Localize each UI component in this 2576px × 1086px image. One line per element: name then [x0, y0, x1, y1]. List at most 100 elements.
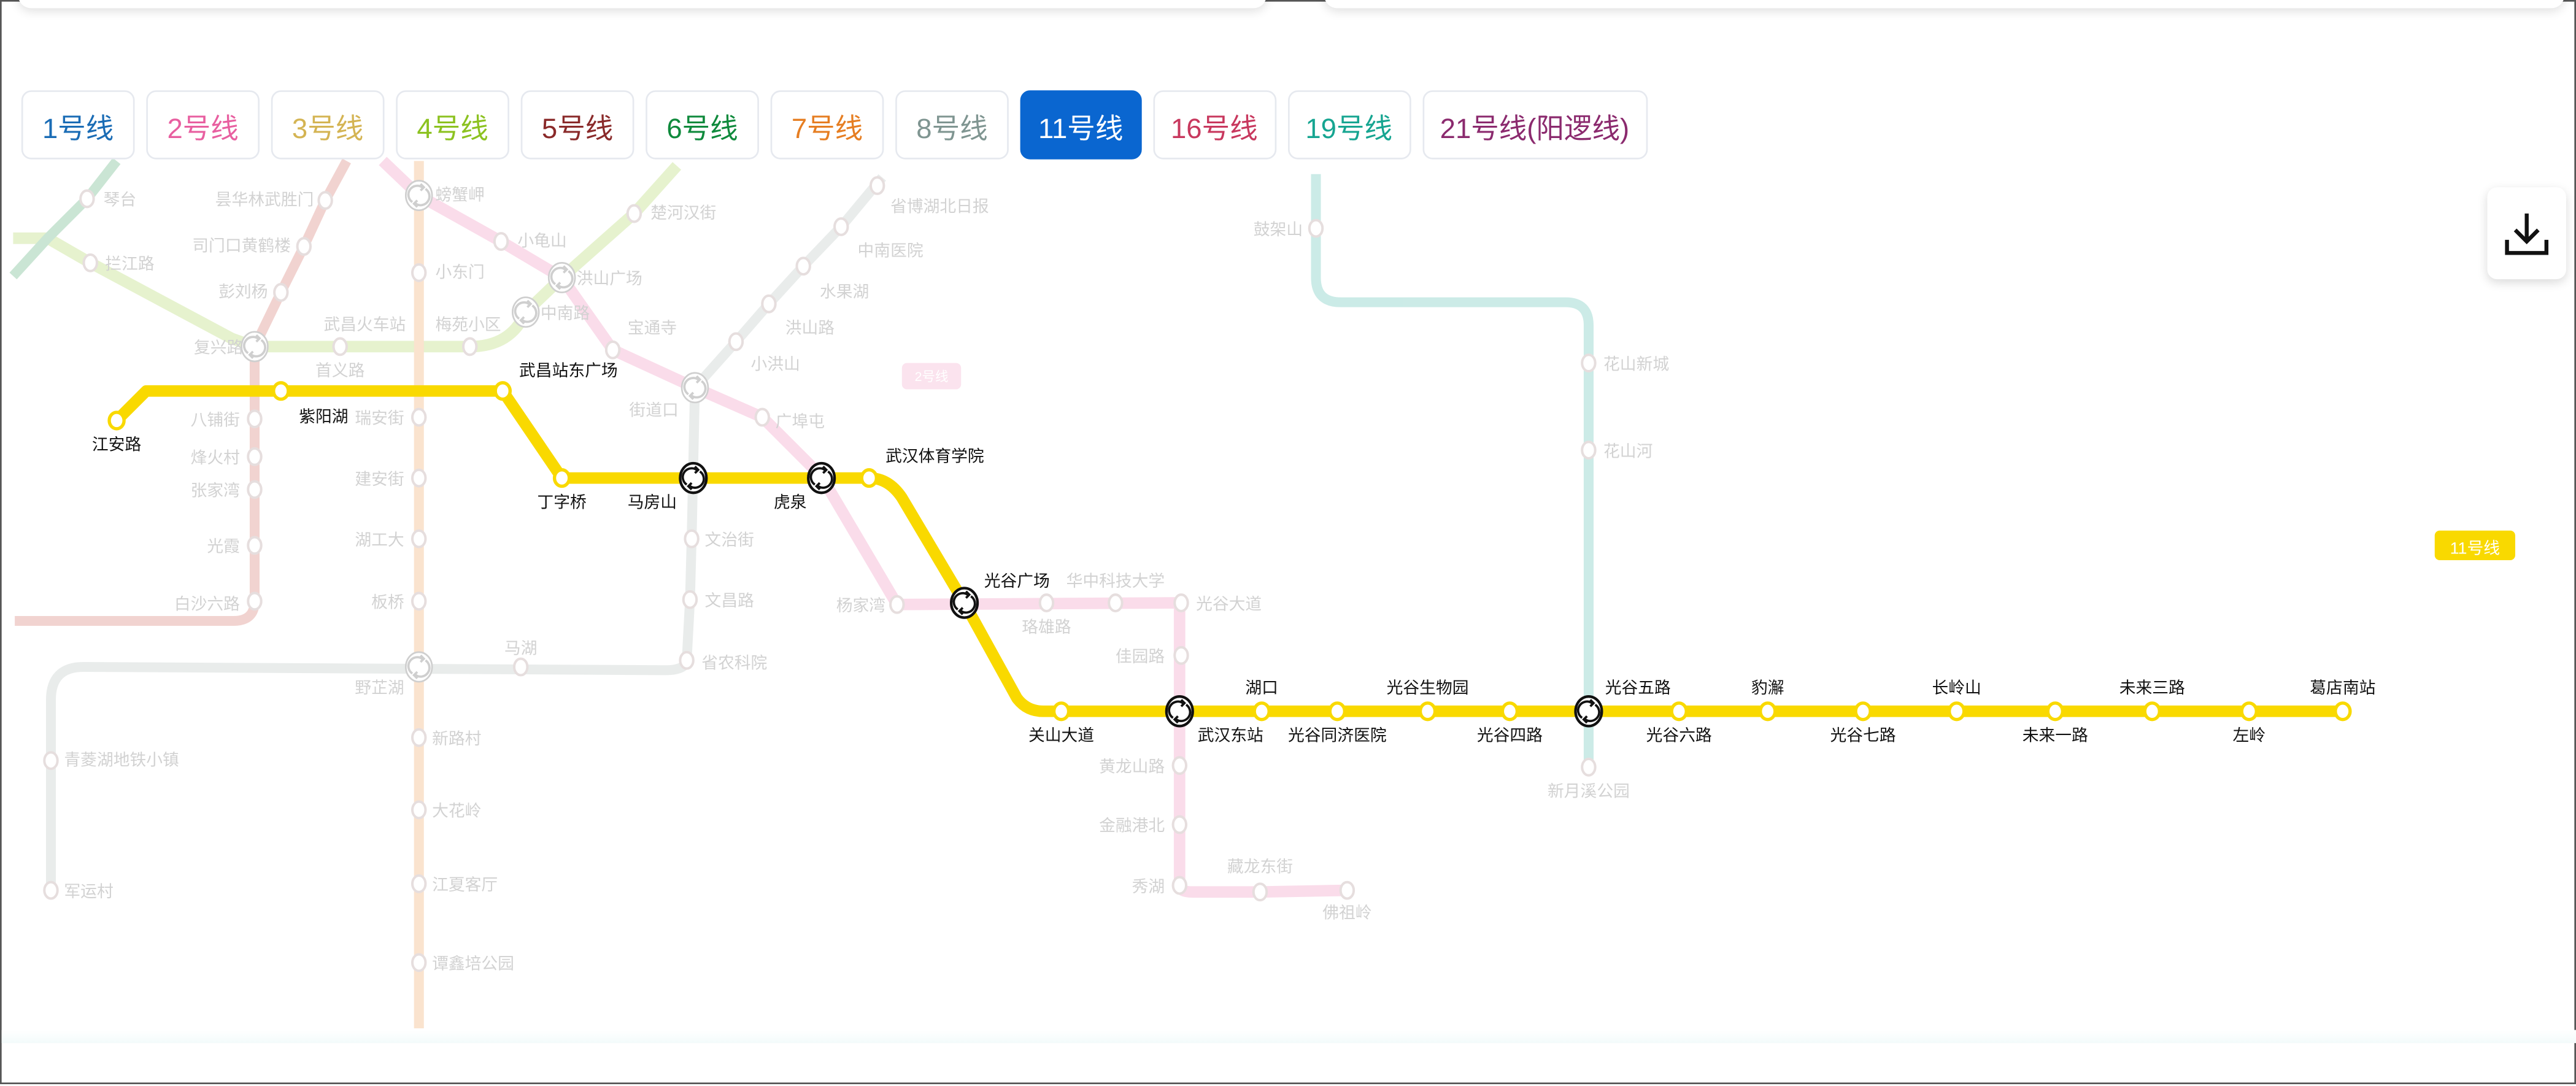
- station-dot[interactable]: [761, 294, 777, 314]
- station-dot[interactable]: [2240, 701, 2258, 722]
- station-label[interactable]: 青菱湖地铁小镇: [64, 751, 179, 769]
- station-dot[interactable]: [272, 381, 290, 401]
- station-dot[interactable]: [833, 217, 849, 236]
- station-dot[interactable]: [682, 590, 698, 609]
- station-dot[interactable]: [1947, 701, 1966, 722]
- station-dot[interactable]: [82, 253, 98, 272]
- station-label[interactable]: 光谷四路: [1477, 726, 1543, 744]
- tab-line-6[interactable]: 6号线: [646, 90, 759, 160]
- station-dot[interactable]: [1418, 701, 1437, 722]
- station-label[interactable]: 建安街: [355, 470, 404, 488]
- station-dot[interactable]: [493, 232, 509, 251]
- station-dot[interactable]: [1339, 880, 1355, 900]
- station-label[interactable]: 武汉体育学院: [885, 447, 984, 465]
- station-label[interactable]: 光谷五路: [1605, 679, 1671, 697]
- station-dot[interactable]: [860, 468, 879, 488]
- station-dot[interactable]: [552, 468, 571, 488]
- interchange-icon[interactable]: [681, 372, 709, 404]
- station-label[interactable]: 湖口: [1245, 679, 1278, 697]
- station-label[interactable]: 马湖: [504, 639, 538, 658]
- tab-line-7[interactable]: 7号线: [770, 90, 884, 160]
- download-button[interactable]: [2487, 187, 2566, 280]
- interchange-icon[interactable]: [1574, 695, 1603, 728]
- station-dot[interactable]: [411, 728, 427, 747]
- station-dot[interactable]: [684, 529, 700, 549]
- station-label[interactable]: 省农科院: [701, 654, 767, 672]
- station-label[interactable]: 昙华林武胜门: [215, 191, 314, 209]
- station-dot[interactable]: [2143, 701, 2161, 722]
- station-label[interactable]: 珞雄路: [1022, 618, 1071, 636]
- station-label[interactable]: 长岭山: [1932, 679, 1981, 697]
- station-dot[interactable]: [869, 176, 885, 195]
- station-label[interactable]: 未来三路: [2119, 679, 2185, 697]
- station-dot[interactable]: [247, 536, 263, 555]
- station-dot[interactable]: [461, 337, 478, 356]
- station-dot[interactable]: [679, 650, 695, 670]
- station-label[interactable]: 野芷湖: [355, 679, 404, 697]
- station-dot[interactable]: [889, 595, 905, 614]
- interchange-icon[interactable]: [511, 296, 540, 328]
- station-label[interactable]: 杨家湾: [836, 596, 885, 615]
- tab-line-5[interactable]: 5号线: [520, 90, 634, 160]
- station-dot[interactable]: [1581, 353, 1597, 373]
- station-label[interactable]: 白沙六路: [174, 595, 240, 613]
- station-label[interactable]: 新路村: [432, 730, 481, 748]
- station-dot[interactable]: [247, 447, 263, 466]
- interchange-icon[interactable]: [404, 180, 433, 212]
- station-dot[interactable]: [512, 657, 529, 677]
- station-label[interactable]: 宝通寺: [628, 318, 677, 337]
- tab-line-10[interactable]: 16号线: [1152, 90, 1276, 160]
- station-dot[interactable]: [1171, 756, 1188, 776]
- station-label[interactable]: 紫阳湖: [299, 407, 348, 426]
- tab-line-4[interactable]: 4号线: [396, 90, 509, 160]
- station-dot[interactable]: [626, 204, 642, 223]
- interchange-icon[interactable]: [404, 651, 433, 683]
- station-label[interactable]: 华中科技大学: [1066, 572, 1165, 590]
- station-label[interactable]: 未来一路: [2023, 726, 2088, 744]
- station-label[interactable]: 武汉东站: [1198, 726, 1263, 744]
- tab-line-1[interactable]: 1号线: [21, 90, 135, 160]
- station-dot[interactable]: [1173, 645, 1189, 665]
- station-dot[interactable]: [411, 468, 427, 488]
- interchange-icon[interactable]: [950, 587, 979, 619]
- station-label[interactable]: 丁字桥: [537, 493, 586, 511]
- station-dot[interactable]: [247, 591, 263, 611]
- station-label[interactable]: 中南路: [541, 304, 590, 322]
- station-dot[interactable]: [1173, 593, 1189, 612]
- station-label[interactable]: 洪山路: [785, 318, 835, 337]
- station-label[interactable]: 广埠屯: [776, 412, 825, 431]
- station-label[interactable]: 新月溪公园: [1548, 782, 1630, 800]
- station-label[interactable]: 马房山: [628, 493, 677, 511]
- station-dot[interactable]: [728, 332, 744, 352]
- station-dot[interactable]: [1581, 441, 1597, 460]
- station-dot[interactable]: [1052, 701, 1071, 722]
- station-dot[interactable]: [754, 407, 770, 427]
- station-dot[interactable]: [1171, 876, 1188, 895]
- station-label[interactable]: 武昌站东广场: [519, 361, 618, 380]
- station-label[interactable]: 瑞安街: [355, 409, 404, 428]
- station-label[interactable]: 关山大道: [1028, 726, 1094, 744]
- station-label[interactable]: 琴台: [104, 191, 137, 209]
- station-label[interactable]: 秀湖: [1132, 877, 1165, 896]
- station-label[interactable]: 左岭: [2232, 726, 2266, 744]
- station-label[interactable]: 军运村: [64, 882, 113, 901]
- station-dot[interactable]: [1308, 218, 1324, 238]
- station-dot[interactable]: [1581, 757, 1597, 777]
- station-label[interactable]: 光谷同济医院: [1288, 726, 1387, 744]
- station-label[interactable]: 花山新城: [1603, 355, 1669, 373]
- station-label[interactable]: 板桥: [371, 593, 404, 612]
- interchange-icon[interactable]: [679, 461, 708, 495]
- station-label[interactable]: 首义路: [315, 361, 365, 380]
- station-dot[interactable]: [43, 880, 59, 900]
- station-dot[interactable]: [411, 407, 427, 427]
- station-label[interactable]: 文治街: [705, 531, 754, 549]
- station-dot[interactable]: [1670, 701, 1688, 722]
- station-label[interactable]: 佳园路: [1116, 647, 1165, 666]
- station-label[interactable]: 藏龙东街: [1227, 858, 1293, 876]
- station-label[interactable]: 金融港北: [1099, 817, 1165, 835]
- station-label[interactable]: 光谷大道: [1196, 595, 1262, 613]
- station-label[interactable]: 葛店南站: [2310, 679, 2375, 697]
- station-label[interactable]: 楚河汉街: [650, 204, 716, 222]
- station-label[interactable]: 小洪山: [751, 355, 800, 373]
- station-label[interactable]: 文昌路: [705, 591, 755, 610]
